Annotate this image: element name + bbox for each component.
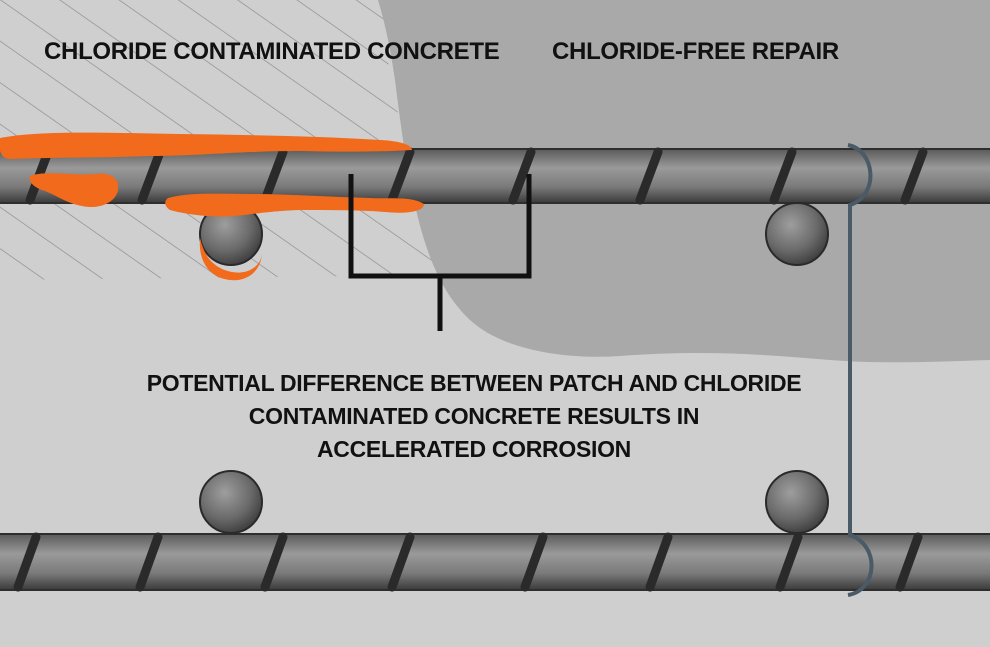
caption-line-1: POTENTIAL DIFFERENCE BETWEEN PATCH AND C… [147, 370, 802, 396]
transverse-bar-top-right [765, 202, 829, 266]
meter-probe-icon [348, 174, 532, 331]
transverse-bar-bottom-left [199, 470, 263, 534]
caption-line-3: ACCELERATED CORROSION [317, 436, 631, 462]
bottom-rebar [0, 532, 990, 592]
stirrup [847, 143, 874, 597]
contaminated-concrete-label: CHLORIDE CONTAMINATED CONCRETE [44, 38, 500, 65]
caption: POTENTIAL DIFFERENCE BETWEEN PATCH AND C… [147, 370, 802, 462]
transverse-bar-bottom-right [765, 470, 829, 534]
top-rebar [0, 147, 990, 205]
caption-line-2: CONTAMINATED CONCRETE RESULTS IN [249, 403, 699, 429]
corrosion-products [0, 132, 424, 281]
chloride-free-repair-label: CHLORIDE-FREE REPAIR [552, 38, 839, 65]
